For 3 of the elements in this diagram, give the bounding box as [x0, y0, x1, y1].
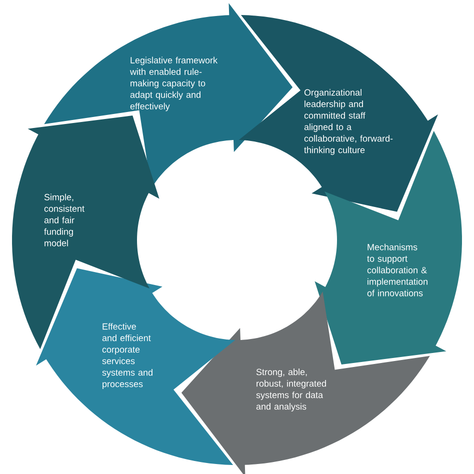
arrow-segment: Legislative framework with enabled rule-making capacity to adapt quickly and effectively	[44, 3, 293, 188]
arrow-segment: Organizational leadership and committed staff aligned to a collaborative, forward-thinking culture	[238, 15, 438, 212]
arrow-segment: Effective and efficient corporate services systems and processes	[36, 268, 236, 465]
